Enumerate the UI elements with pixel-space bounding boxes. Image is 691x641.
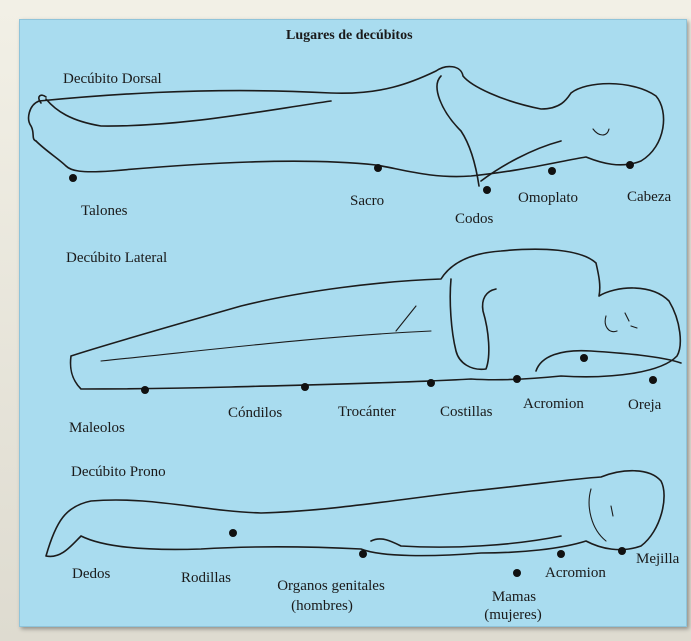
label-cabeza: Cabeza xyxy=(627,189,671,206)
dot-sacro xyxy=(374,164,382,172)
section-label-dorsal: Decúbito Dorsal xyxy=(63,71,162,88)
dot-acromion-prono xyxy=(557,550,565,558)
label-oreja: Oreja xyxy=(628,397,661,414)
dot-mamas xyxy=(513,569,521,577)
dot-cabeza xyxy=(626,161,634,169)
label-costillas: Costillas xyxy=(440,404,493,421)
label-sacro: Sacro xyxy=(350,193,384,210)
lateral-face xyxy=(605,313,637,332)
label-mamas: Mamas xyxy=(492,589,536,606)
supine-arm xyxy=(437,76,561,186)
label-dedos: Dedos xyxy=(72,566,110,583)
label-hombres: (hombres) xyxy=(291,598,353,615)
dot-omoplato xyxy=(548,167,556,175)
dot-talones xyxy=(69,174,77,182)
supine-ear xyxy=(593,129,609,135)
dot-condilos xyxy=(301,383,309,391)
prone-head xyxy=(589,489,613,541)
dot-maleolos xyxy=(141,386,149,394)
label-maleolos: Maleolos xyxy=(69,420,125,437)
label-mujeres: (mujeres) xyxy=(484,607,541,624)
label-acromion-prono: Acromion xyxy=(545,565,606,582)
dot-trocanter xyxy=(427,379,435,387)
supine-feet xyxy=(29,95,331,141)
dot-oreja xyxy=(649,376,657,384)
label-talones: Talones xyxy=(81,203,127,220)
pressure-points-illustration xyxy=(20,20,686,626)
label-rodillas: Rodillas xyxy=(181,570,231,587)
label-condilos: Cóndilos xyxy=(228,405,282,422)
dot-mejilla xyxy=(618,547,626,555)
section-label-lateral: Decúbito Lateral xyxy=(66,250,167,267)
dot-genitales xyxy=(359,550,367,558)
label-acromion-lateral: Acromion xyxy=(523,396,584,413)
label-trocanter: Trocánter xyxy=(338,404,396,421)
lateral-arm xyxy=(450,279,496,369)
prone-body-outline xyxy=(46,471,664,557)
dot-costillas xyxy=(513,375,521,383)
lateral-body-outline xyxy=(70,249,680,389)
dot-codos xyxy=(483,186,491,194)
section-label-prono: Decúbito Prono xyxy=(71,464,166,481)
diagram-title: Lugares de decúbitos xyxy=(286,27,413,44)
dot-acromion-lateral xyxy=(580,354,588,362)
label-organos-genitales: Organos genitales xyxy=(277,578,385,595)
label-mejilla: Mejilla xyxy=(636,551,679,568)
prone-arm xyxy=(371,536,561,547)
lateral-leg-line xyxy=(101,306,431,361)
pressure-dots xyxy=(69,161,657,577)
label-omoplato: Omoplato xyxy=(518,190,578,207)
illustration-panel xyxy=(19,19,687,627)
dot-rodillas xyxy=(229,529,237,537)
figure-prone xyxy=(46,471,664,557)
label-codos: Codos xyxy=(455,211,493,228)
lateral-lower-arm xyxy=(536,351,681,371)
figure-lateral xyxy=(70,249,681,389)
